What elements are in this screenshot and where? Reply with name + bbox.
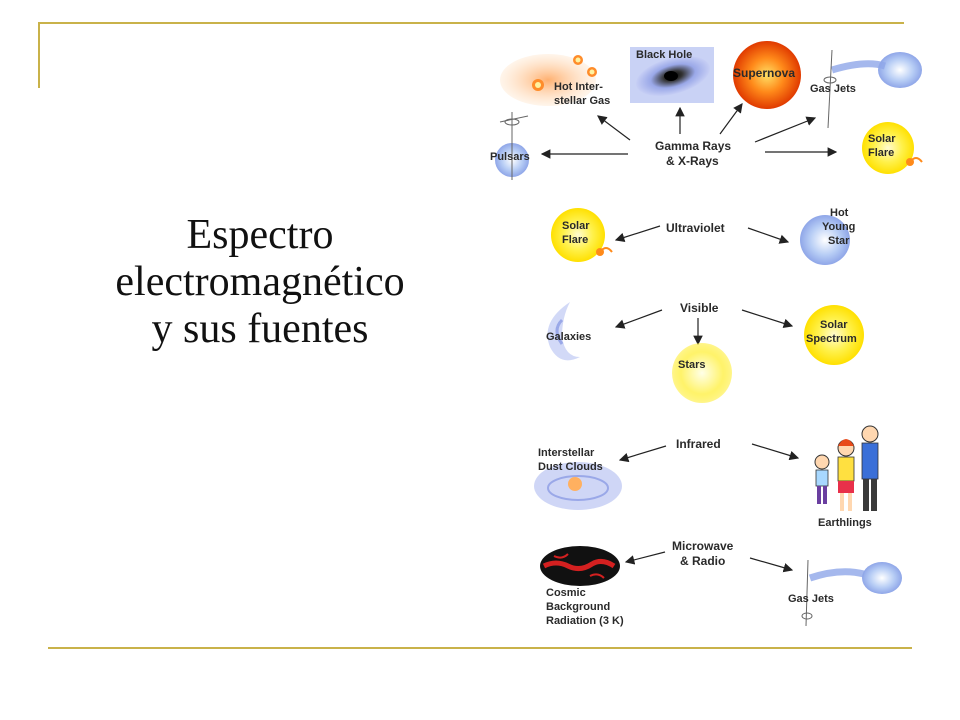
- source-label-earthlings: Earthlings: [818, 517, 872, 529]
- source-label-interstellar-dust-clouds-line1: Interstellar: [538, 447, 595, 459]
- arrow: [614, 225, 661, 243]
- source-label-solar-spectrum-line2: Spectrum: [806, 333, 857, 345]
- band-label-gamma-xray-line2: & X-Rays: [666, 154, 719, 168]
- arrow: [614, 309, 663, 329]
- top-frame-line: [40, 22, 904, 24]
- arrow: [754, 116, 817, 143]
- black-hole-illustration: [630, 47, 714, 103]
- band-label-microwave-radio-line1: Microwave: [672, 539, 734, 553]
- band-label-ultraviolet: Ultraviolet: [666, 221, 725, 235]
- source-label-hot-young-star-line3: Star: [828, 235, 850, 247]
- source-label-hot-young-star-line1: Hot: [830, 207, 849, 219]
- source-label-gas-jets: Gas Jets: [810, 83, 856, 95]
- arrow: [719, 103, 743, 135]
- bottom-frame-line: [48, 647, 912, 649]
- source-label-solar-flare-line2: Flare: [562, 234, 588, 246]
- hot-interstellar-gas-illustration: [500, 54, 597, 106]
- band-label-visible: Visible: [680, 301, 719, 315]
- hot-young-star-illustration: [800, 215, 850, 265]
- left-frame-line: [38, 22, 40, 88]
- earthlings-illustration: [814, 425, 879, 511]
- source-label-hot-interstellar-gas-line1: Hot Inter-: [554, 81, 603, 93]
- arrow: [747, 227, 790, 244]
- solar-flare-illustration: [862, 122, 923, 174]
- source-label-solar-spectrum-line1: Solar: [820, 319, 848, 331]
- source-label-solar-flare-line2: Flare: [868, 147, 894, 159]
- source-label-gas-jets: Gas Jets: [788, 593, 834, 605]
- supernova-illustration: [733, 41, 801, 109]
- source-label-interstellar-dust-clouds-line2: Dust Clouds: [538, 461, 603, 473]
- source-label-black-hole: Black Hole: [636, 49, 692, 61]
- source-label-pulsars: Pulsars: [490, 151, 530, 163]
- source-label-solar-flare-line1: Solar: [562, 220, 590, 232]
- source-label-cosmic-background-radiation-line2: Background: [546, 601, 610, 613]
- band-label-infrared: Infrared: [676, 437, 721, 451]
- title-line: y sus fuentes: [151, 306, 369, 353]
- title-line: electromagnético: [115, 259, 405, 306]
- arrow: [751, 443, 800, 461]
- galaxies-illustration: [547, 302, 580, 361]
- arrow: [597, 115, 631, 141]
- interstellar-dust-clouds-illustration: [534, 462, 622, 510]
- pulsars-illustration: [495, 112, 529, 180]
- source-label-galaxies: Galaxies: [546, 331, 591, 343]
- gas-jets-illustration: [801, 559, 902, 627]
- title-line: Espectro: [186, 212, 334, 258]
- cosmic-background-radiation-illustration: [540, 546, 620, 586]
- source-label-stars: Stars: [678, 359, 706, 371]
- source-label-hot-young-star-line2: Young: [822, 221, 855, 233]
- arrow: [749, 557, 794, 573]
- source-label-hot-interstellar-gas-line2: stellar Gas: [554, 95, 610, 107]
- solar-spectrum-illustration: [804, 305, 864, 365]
- stars-illustration: [672, 343, 732, 403]
- gas-jets-illustration: [823, 49, 922, 129]
- arrow: [618, 445, 667, 463]
- band-label-gamma-xray-line1: Gamma Rays: [655, 139, 731, 153]
- em-spectrum-sources-diagram: Gamma Rays & X-Rays Hot Inter- stellar G…: [490, 41, 923, 627]
- source-label-supernova: Supernova: [733, 66, 795, 80]
- slide-title: Espectro electromagnético y sus fuentes: [60, 212, 460, 353]
- source-label-solar-flare-line1: Solar: [868, 133, 896, 145]
- arrow: [741, 309, 794, 329]
- band-label-microwave-radio-line2: & Radio: [680, 554, 725, 568]
- solar-flare-illustration: [551, 208, 613, 262]
- arrow: [624, 551, 666, 565]
- source-label-cosmic-background-radiation-line3: Radiation (3 K): [546, 615, 624, 627]
- source-label-cosmic-background-radiation-line1: Cosmic: [546, 587, 586, 599]
